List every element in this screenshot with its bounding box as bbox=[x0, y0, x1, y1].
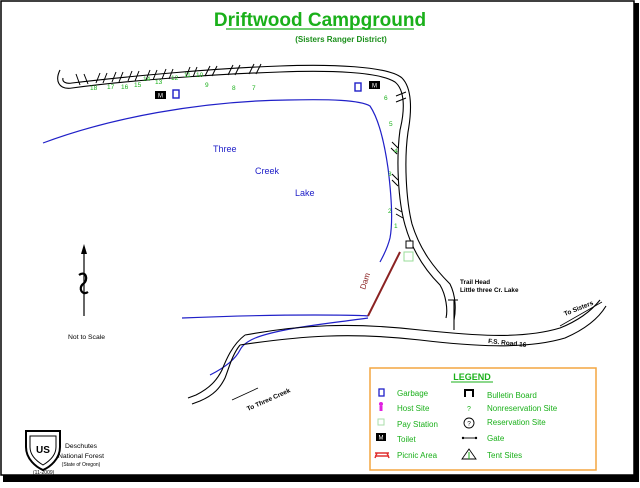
road-to-three-creek-b bbox=[191, 344, 241, 405]
garbage-icon bbox=[172, 89, 180, 99]
garbage-icon bbox=[354, 82, 362, 92]
lake-label-lake: Lake bbox=[295, 188, 315, 198]
site-numbers-top: 18 17 16 15 14 13 12 11 10 9 8 7 bbox=[90, 72, 256, 92]
legend-label-bulletin-board: Bulletin Board bbox=[487, 391, 537, 400]
entrance-pay-station bbox=[403, 251, 414, 262]
svg-text:M: M bbox=[372, 84, 377, 90]
shield-text: US bbox=[36, 445, 50, 456]
legend-title: LEGEND bbox=[453, 372, 491, 382]
campsite-spurs-right bbox=[390, 91, 407, 219]
svg-text:M: M bbox=[158, 94, 163, 100]
site-number: 7 bbox=[252, 85, 256, 92]
site-number: 16 bbox=[121, 84, 129, 91]
svg-text:?: ? bbox=[467, 421, 471, 428]
site-number: 14 bbox=[143, 76, 151, 83]
site-number: 18 bbox=[90, 85, 98, 92]
site-numbers-right: 6 5 4 3 2 1 bbox=[384, 95, 398, 230]
site-number: 17 bbox=[107, 84, 115, 91]
campground-road-outer bbox=[57, 69, 448, 319]
entrance-bulletin-board bbox=[405, 240, 414, 249]
trail-head-spur bbox=[448, 299, 458, 330]
legend-label-reservation-site: Reservation Site bbox=[487, 418, 546, 427]
fs-road-16-north bbox=[244, 299, 601, 336]
site-number: 5 bbox=[389, 121, 393, 128]
site-number: 1 bbox=[394, 223, 398, 230]
trail-head-label: Trail Head bbox=[460, 279, 490, 286]
legend-label-toilet: Toilet bbox=[397, 435, 416, 444]
trail-head-sublabel: Little three Cr. Lake bbox=[460, 287, 519, 294]
legend-label-picnic-area: Picnic Area bbox=[397, 451, 438, 460]
site-number: 3 bbox=[388, 171, 392, 178]
site-number: 2 bbox=[388, 208, 392, 215]
map-title: Driftwood Campground bbox=[214, 10, 426, 31]
campground-road-inner bbox=[62, 64, 456, 321]
north-arrow-icon bbox=[78, 244, 89, 316]
site-number: 4 bbox=[394, 148, 398, 155]
picnic-area-icon bbox=[374, 452, 390, 459]
road-label-fs16: F.S. Road 16 bbox=[488, 338, 527, 349]
lake-shoreline-south bbox=[181, 314, 369, 319]
campsite-spurs-top bbox=[75, 63, 262, 86]
dam bbox=[367, 251, 401, 317]
gate-icon bbox=[461, 436, 478, 440]
site-number: 10 bbox=[196, 72, 204, 79]
site-number: 6 bbox=[384, 95, 388, 102]
lake-label-three: Three bbox=[213, 144, 237, 154]
legend-label-pay-station: Pay Station bbox=[397, 420, 438, 429]
forest-state: (State of Oregon) bbox=[62, 462, 101, 468]
legend-label-nonreservation-site: Nonreservation Site bbox=[487, 404, 558, 413]
site-number: 13 bbox=[155, 79, 163, 86]
lake-label-creek: Creek bbox=[255, 166, 280, 176]
svg-text:M: M bbox=[379, 436, 384, 442]
legend-label-host-site: Host Site bbox=[397, 404, 430, 413]
lake-shoreline bbox=[42, 99, 393, 263]
forest-name-line2: National Forest bbox=[58, 453, 104, 460]
site-number: 11 bbox=[184, 72, 191, 79]
arrow-to-three-creek bbox=[231, 387, 259, 401]
legend: LEGEND M Garbage Host Site Pay Station T… bbox=[369, 367, 597, 471]
host-site-icon bbox=[379, 402, 383, 411]
road-to-three-creek-a bbox=[187, 334, 246, 399]
site-number: 12 bbox=[171, 75, 179, 82]
site-number: 15 bbox=[134, 82, 142, 89]
arrow-to-sisters bbox=[559, 301, 603, 327]
legend-label-garbage: Garbage bbox=[397, 389, 429, 398]
toilet-icon: M bbox=[376, 433, 386, 442]
bulletin-board-icon bbox=[464, 389, 474, 397]
toilet-icon: M bbox=[155, 91, 166, 100]
usfs-shield-icon: US bbox=[25, 430, 61, 472]
legend-label-gate: Gate bbox=[487, 434, 505, 443]
forest-name-line1: Deschutes bbox=[65, 443, 98, 450]
nonreservation-site-icon: ? bbox=[467, 406, 471, 413]
garbage-icon bbox=[378, 388, 385, 397]
legend-label-tent-sites: Tent Sites bbox=[487, 451, 522, 460]
site-number: 8 bbox=[232, 85, 236, 92]
pay-station-icon bbox=[377, 418, 385, 426]
map-subtitle: (Sisters Ranger District) bbox=[295, 35, 387, 44]
map-revision-date: (11-2009) bbox=[33, 470, 55, 476]
fs-road-16-south bbox=[239, 305, 607, 347]
site-number: 9 bbox=[205, 82, 209, 89]
scale-note: Not to Scale bbox=[68, 334, 105, 341]
reservation-site-icon: ? bbox=[463, 417, 475, 429]
toilet-icon: M bbox=[369, 81, 380, 90]
legend-box bbox=[369, 367, 597, 471]
tent-sites-icon bbox=[461, 448, 477, 460]
